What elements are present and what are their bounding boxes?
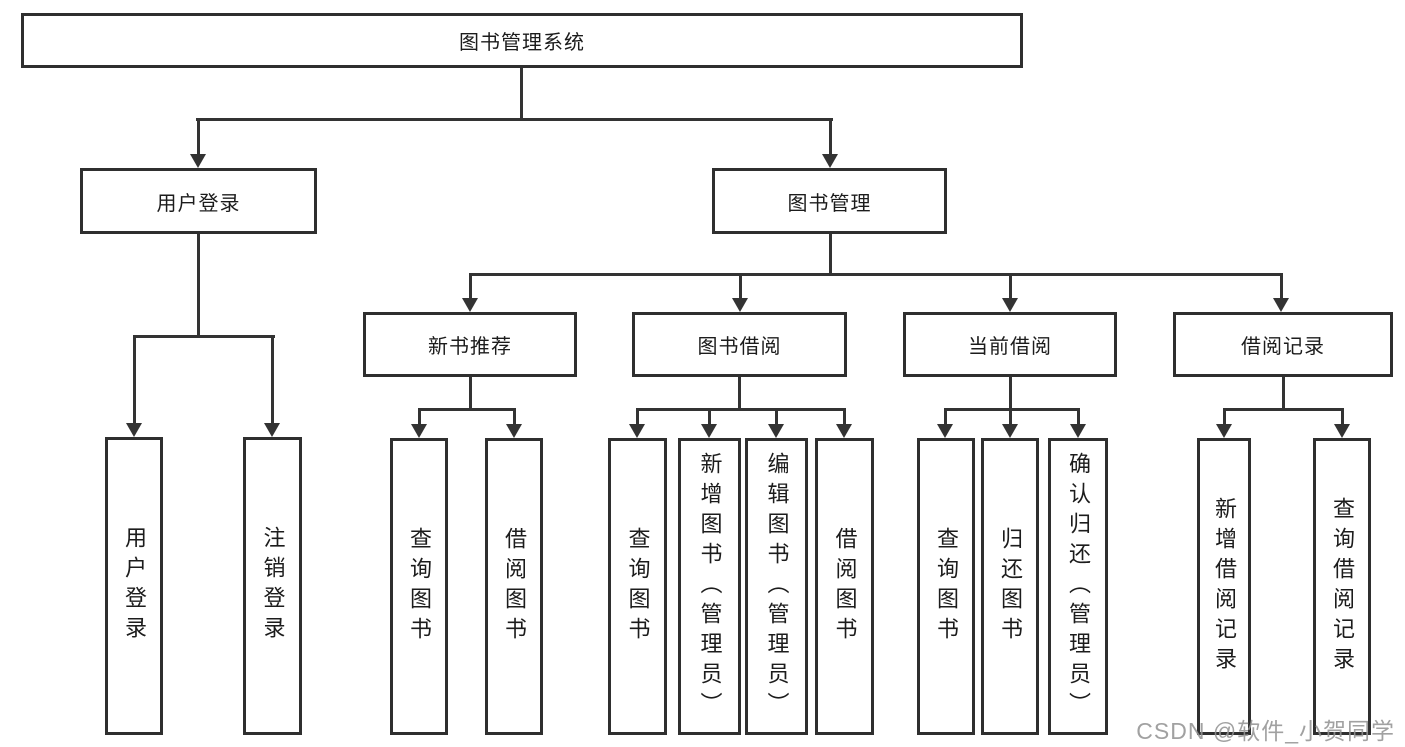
connector-leaf-shaft <box>1223 408 1226 425</box>
leaf-cb-confirm-return-admin: 确认归还（管理员） <box>1048 438 1108 735</box>
connector-group-rail <box>636 408 846 411</box>
arrow-down-icon <box>411 424 427 438</box>
leaf-cb-query-books: 查询图书 <box>917 438 975 735</box>
leaf-label: 新增借阅记录 <box>1212 496 1237 677</box>
leaf-label: 新增图书（管理员） <box>697 451 723 722</box>
arrow-down-icon <box>822 154 838 168</box>
leaf-label: 确认归还（管理员） <box>1066 451 1091 722</box>
node-new-book-recommend: 新书推荐 <box>363 312 577 377</box>
arrow-down-icon <box>1002 298 1018 312</box>
connector-group-stem <box>1009 377 1012 411</box>
arrow-down-icon <box>190 154 206 168</box>
leaf-label: 注销登录 <box>260 526 286 646</box>
connector-l3-shaft <box>1280 273 1283 299</box>
connector-user-login-shaft <box>197 118 200 156</box>
arrow-down-icon <box>701 424 717 438</box>
node-user-login-label: 用户登录 <box>156 192 241 215</box>
leaf-label: 借阅图书 <box>832 526 858 647</box>
connector-l3-shaft <box>739 273 742 299</box>
connector-user-login-stem <box>197 234 200 338</box>
connector-leaf-shaft <box>271 335 274 424</box>
node-book-management: 图书管理 <box>712 168 947 234</box>
connector-leaf-shaft <box>775 408 778 425</box>
connector-leaf-shaft <box>843 408 846 425</box>
node-label: 借阅记录 <box>1241 336 1325 358</box>
leaf-label: 查询图书 <box>407 526 432 647</box>
arrow-down-icon <box>732 298 748 312</box>
arrow-down-icon <box>264 423 280 437</box>
connector-book-mgmt-stem <box>829 234 832 276</box>
connector-leaf-shaft <box>133 335 136 424</box>
arrow-down-icon <box>506 424 522 438</box>
connector-leaf-shaft <box>1009 408 1012 425</box>
leaf-label: 用户登录 <box>122 526 147 646</box>
connector-root-stem <box>520 68 523 120</box>
arrow-down-icon <box>768 424 784 438</box>
leaf-bb-add-books-admin: 新增图书（管理员） <box>678 438 741 735</box>
arrow-down-icon <box>1002 424 1018 438</box>
connector-level2-rail <box>196 118 833 121</box>
node-borrow-records: 借阅记录 <box>1173 312 1393 377</box>
csdn-watermark: CSDN @软件_小贺同学 <box>1136 718 1395 744</box>
arrow-down-icon <box>1334 424 1350 438</box>
leaf-label: 查询图书 <box>625 526 651 647</box>
leaf-label: 编辑图书（管理员） <box>764 451 790 722</box>
arrow-down-icon <box>836 424 852 438</box>
node-user-login: 用户登录 <box>80 168 317 234</box>
connector-leaf-shaft <box>513 408 516 425</box>
connector-group-stem <box>738 377 741 411</box>
node-label: 当前借阅 <box>968 336 1052 358</box>
node-root: 图书管理系统 <box>21 13 1023 68</box>
leaf-label: 归还图书 <box>998 526 1023 647</box>
leaf-br-add-record: 新增借阅记录 <box>1197 438 1251 735</box>
connector-level3-rail <box>469 273 1283 276</box>
node-root-label: 图书管理系统 <box>459 32 585 54</box>
leaf-bb-edit-books-admin: 编辑图书（管理员） <box>745 438 808 735</box>
connector-leaf-shaft <box>708 408 711 425</box>
connector-group-rail <box>944 408 1080 411</box>
connector-leaf-shaft <box>944 408 947 425</box>
node-label: 图书借阅 <box>697 336 782 358</box>
leaf-nb-borrow-books: 借阅图书 <box>485 438 543 735</box>
connector-user-login-rail <box>133 335 275 338</box>
connector-leaf-shaft <box>1341 408 1344 425</box>
leaf-bb-query-books: 查询图书 <box>608 438 667 735</box>
leaf-cb-return-books: 归还图书 <box>981 438 1039 735</box>
leaf-label: 借阅图书 <box>502 526 527 647</box>
node-label: 新书推荐 <box>428 336 512 358</box>
leaf-bb-borrow-books: 借阅图书 <box>815 438 874 735</box>
node-book-borrowing: 图书借阅 <box>632 312 847 377</box>
leaf-logout: 注销登录 <box>243 437 302 735</box>
connector-leaf-shaft <box>1077 408 1080 425</box>
leaf-user-login: 用户登录 <box>105 437 163 735</box>
leaf-label: 查询图书 <box>934 526 959 647</box>
connector-leaf-shaft <box>418 408 421 425</box>
node-book-management-label: 图书管理 <box>787 192 872 215</box>
node-current-borrowing: 当前借阅 <box>903 312 1117 377</box>
connector-leaf-shaft <box>636 408 639 425</box>
connector-group-stem <box>1282 377 1285 411</box>
connector-group-rail <box>418 408 516 411</box>
arrow-down-icon <box>1070 424 1086 438</box>
arrow-down-icon <box>1216 424 1232 438</box>
arrow-down-icon <box>1273 298 1289 312</box>
arrow-down-icon <box>629 424 645 438</box>
connector-group-rail <box>1223 408 1344 411</box>
arrow-down-icon <box>937 424 953 438</box>
connector-l3-shaft <box>469 273 472 299</box>
arrow-down-icon <box>126 423 142 437</box>
arrow-down-icon <box>462 298 478 312</box>
connector-group-stem <box>469 377 472 411</box>
connector-l3-shaft <box>1009 273 1012 299</box>
leaf-br-query-record: 查询借阅记录 <box>1313 438 1371 735</box>
leaf-label: 查询借阅记录 <box>1330 496 1355 677</box>
connector-book-mgmt-shaft <box>829 118 832 156</box>
leaf-nb-query-books: 查询图书 <box>390 438 448 735</box>
